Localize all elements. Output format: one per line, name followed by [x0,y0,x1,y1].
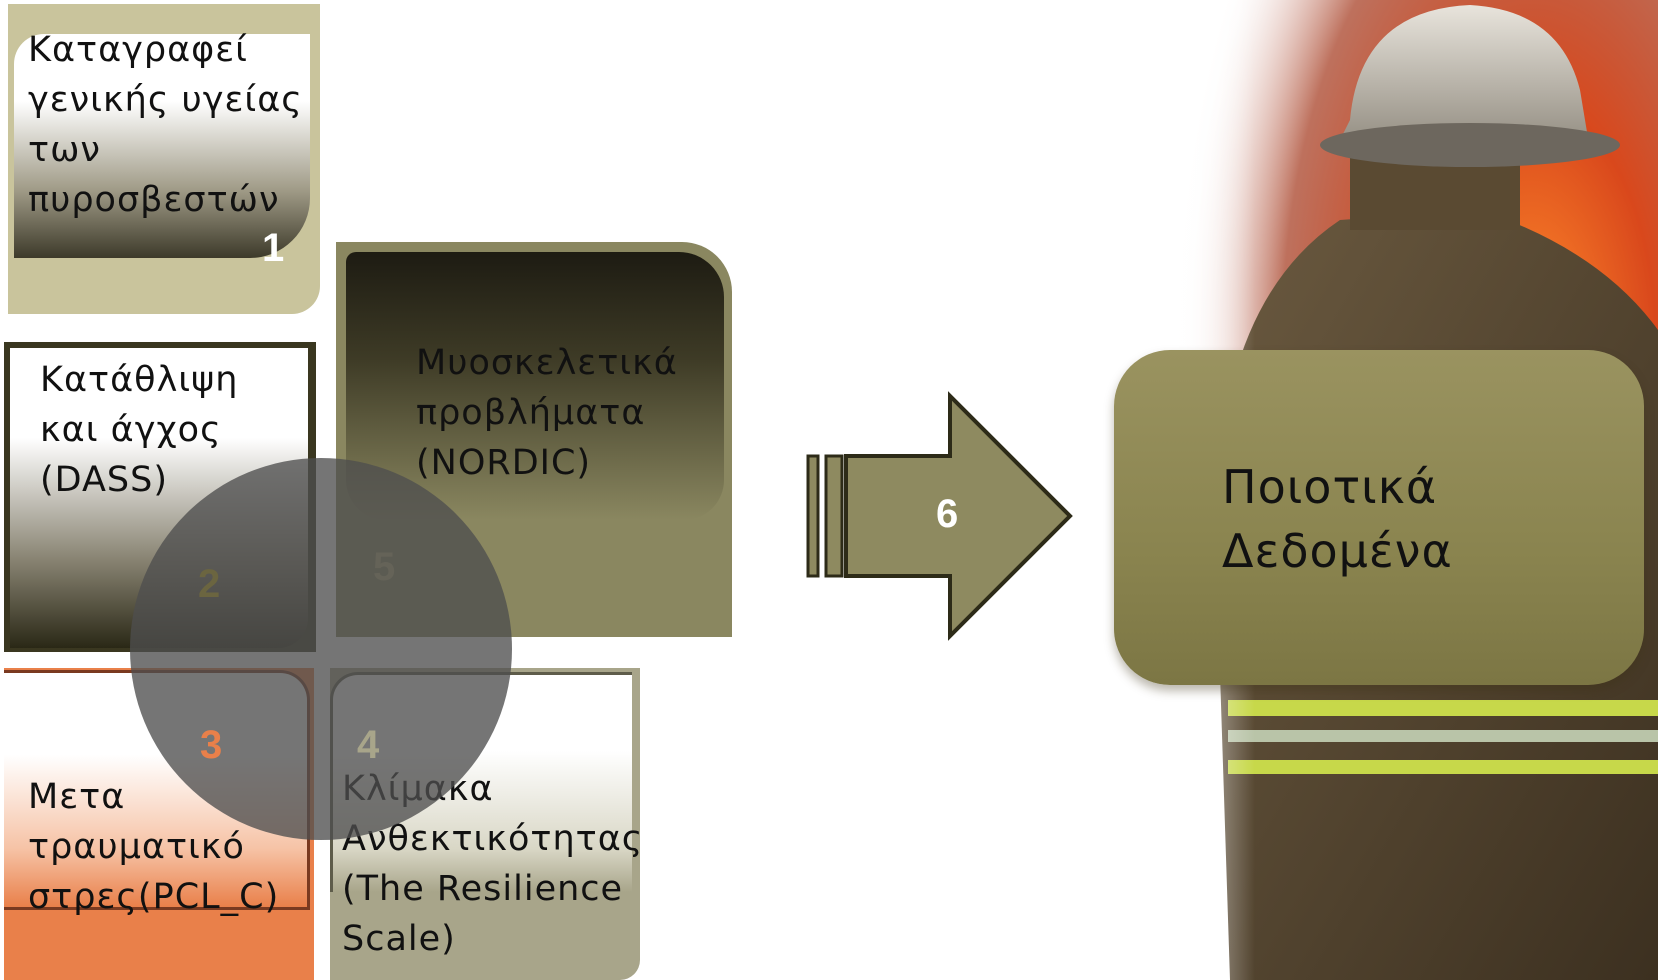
result-label: Ποιοτικά Δεδομένα [1222,460,1453,578]
step-1-number: 1 [262,226,285,270]
step-4-number: 4 [357,723,380,767]
step-5-inner [346,252,724,520]
result-box [1114,350,1644,685]
step-1-label: Καταγραφεί γενικής υγείας των πυροσβεστώ… [28,30,303,220]
step-5-label: Μυοσκελετικά προβλήματα (NORDIC) [416,343,678,483]
step-3-label: Μετα τραυματικό στρες(PCL_C) [28,777,280,917]
arrow-number: 6 [936,492,959,536]
step-3-number: 3 [200,723,223,767]
step-2-label: Κατάθλιψη και άγχος (DASS) [40,360,239,500]
overlap-circle [130,458,512,840]
step-1-inner [14,34,310,258]
step-2-number: 2 [198,562,221,606]
